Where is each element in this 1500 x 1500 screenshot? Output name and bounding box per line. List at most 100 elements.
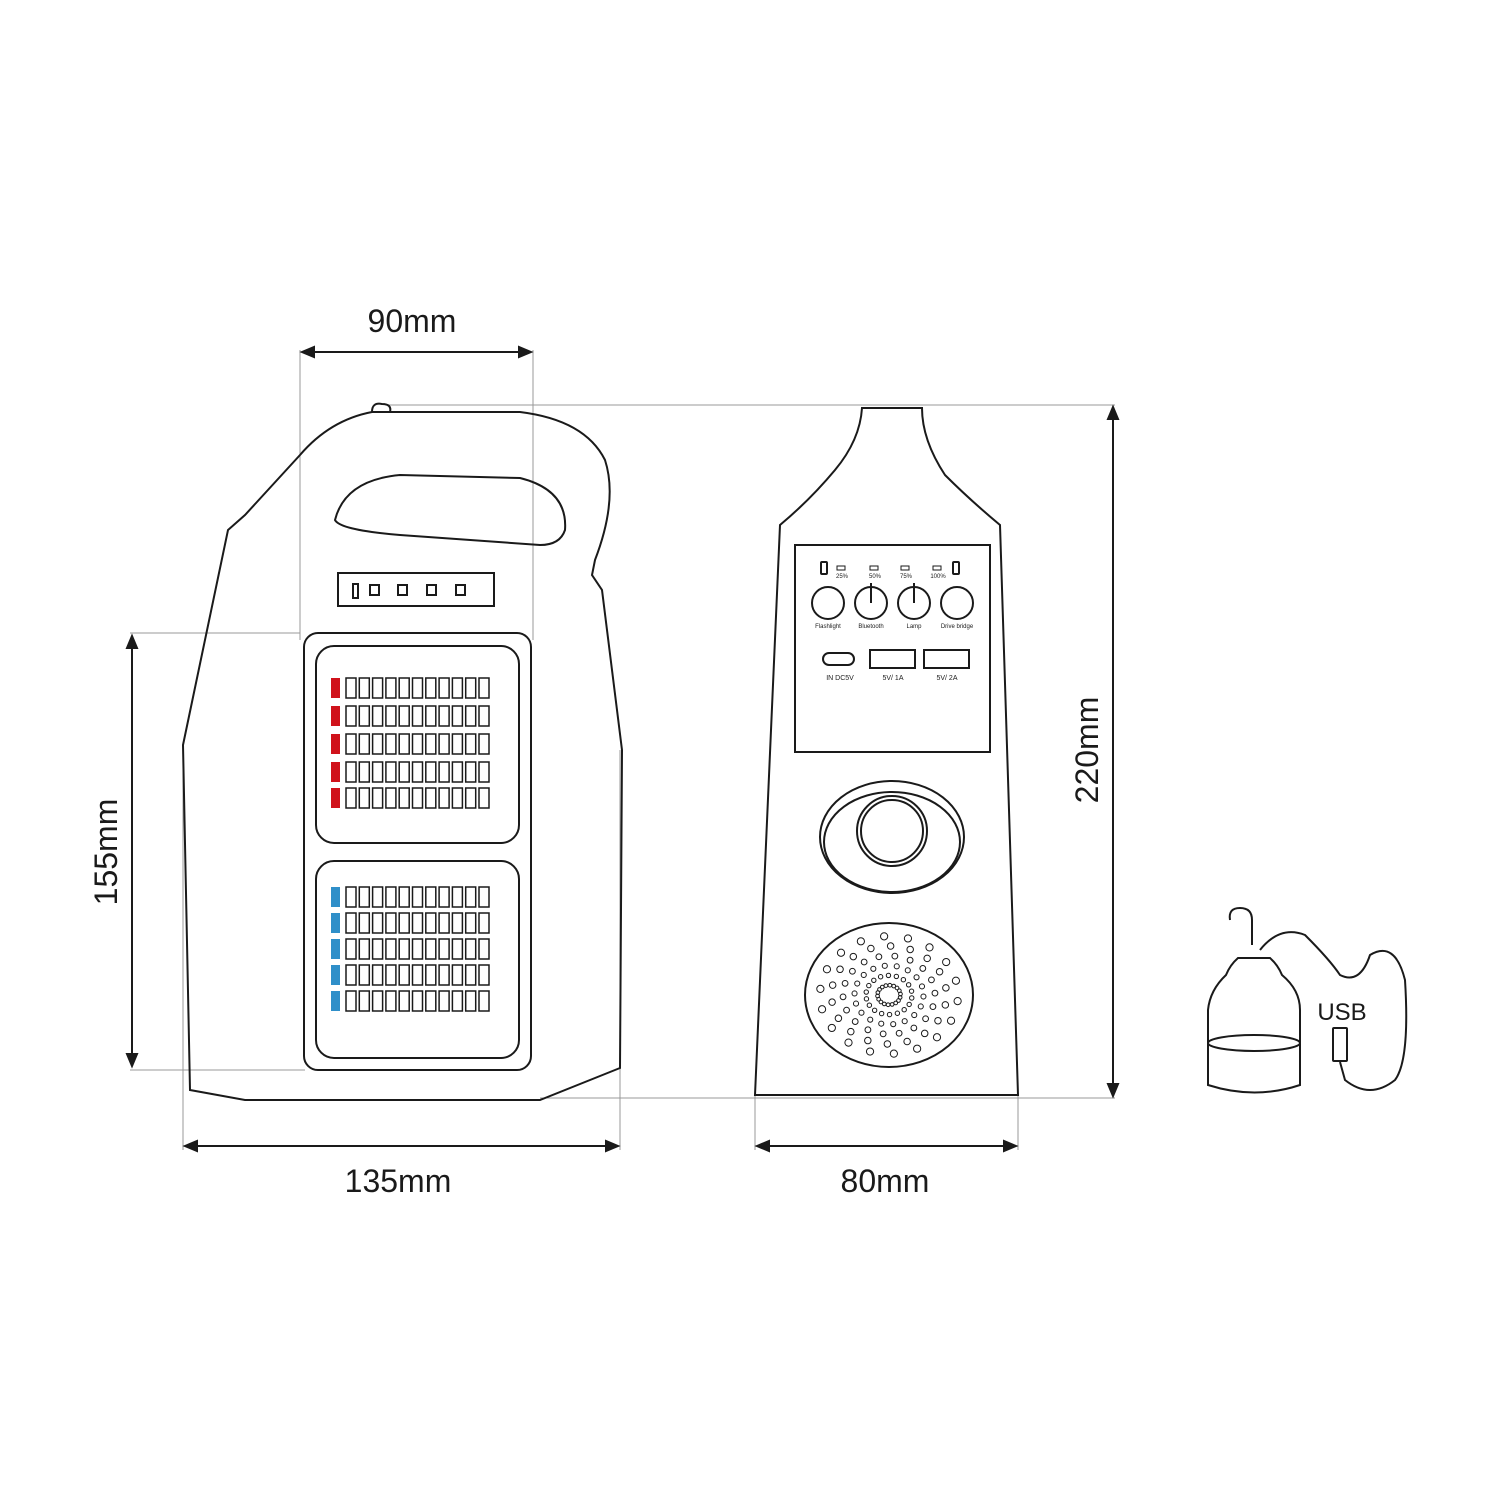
- speaker-hole: [891, 983, 897, 989]
- speaker-hole: [906, 956, 914, 964]
- speaker-hole: [881, 1001, 887, 1007]
- usb-label: USB: [1317, 999, 1366, 1026]
- grid-cell: [358, 787, 371, 809]
- speaker-hole: [928, 976, 935, 984]
- grid-cell: [464, 677, 477, 699]
- level-led: [932, 565, 942, 571]
- speaker-hole: [951, 976, 961, 985]
- speaker-hole: [827, 1023, 836, 1033]
- grid-cell: [358, 964, 371, 986]
- grid-cell: [478, 677, 490, 699]
- grid-cell: [358, 938, 371, 960]
- grid-cell: [345, 705, 357, 727]
- level-led: [900, 565, 910, 571]
- grid-cell: [398, 886, 410, 908]
- speaker-hole: [886, 1011, 893, 1018]
- grid-cell: [371, 733, 384, 755]
- speaker-hole: [891, 952, 899, 960]
- speaker-hole: [860, 958, 868, 966]
- grid-cell: [438, 733, 450, 755]
- grid-cell: [358, 705, 371, 727]
- grid-cell: [478, 912, 490, 934]
- grid-cell: [425, 787, 437, 809]
- speaker-hole: [870, 965, 877, 972]
- speaker-hole: [871, 977, 877, 983]
- level-led: [869, 565, 879, 571]
- grid-cell: [411, 990, 424, 1012]
- speaker-hole: [942, 984, 950, 992]
- grid-cell: [464, 705, 477, 727]
- speaker-hole: [893, 973, 900, 980]
- indicator-bar: [331, 913, 340, 933]
- dimension-arrows: [125, 345, 1120, 1153]
- speaker-hole: [917, 1003, 924, 1010]
- speaker-hole: [866, 982, 872, 989]
- grid-cell: [385, 677, 397, 699]
- speaker-hole: [841, 979, 849, 987]
- indicator-bar: [331, 965, 340, 985]
- indicator-bar: [331, 887, 340, 907]
- grid-cell: [438, 705, 450, 727]
- speaker-hole: [864, 1036, 872, 1045]
- grid-cell: [398, 677, 410, 699]
- speaker-hole: [817, 1005, 827, 1014]
- grid-cell: [425, 912, 437, 934]
- indicator-bar: [331, 762, 340, 782]
- grid-cell: [425, 990, 437, 1012]
- dimension-total-height: 220mm: [1069, 697, 1105, 804]
- dimension-height-left: 155mm: [88, 799, 124, 906]
- grid-cell: [451, 990, 464, 1012]
- indicator-bar: [331, 678, 340, 698]
- speaker-hole: [893, 963, 900, 970]
- grid-cell: [411, 677, 424, 699]
- speaker-hole: [889, 1049, 898, 1058]
- usb-lamp-bulb: USB: [1207, 906, 1408, 1094]
- grid-cell: [371, 912, 384, 934]
- grid-cell: [398, 705, 410, 727]
- guide-lines: [130, 350, 1115, 1150]
- usb-c-port: [822, 652, 855, 666]
- speaker-hole: [932, 1033, 942, 1042]
- speaker-hole: [894, 1010, 901, 1016]
- grid-cell: [411, 761, 424, 783]
- grid-cell: [451, 912, 464, 934]
- speaker-grille: [804, 922, 974, 1068]
- grid-cell: [358, 990, 371, 1012]
- speaker-hole: [925, 943, 934, 952]
- battery-empty-icon: [820, 561, 828, 575]
- speaker-hole: [903, 934, 913, 943]
- grid-cell: [464, 938, 477, 960]
- speaker-hole: [839, 993, 847, 1001]
- grid-cell: [478, 733, 490, 755]
- usb-a-port-1a: [869, 649, 916, 669]
- speaker-hole: [878, 1020, 885, 1027]
- grid-cell: [358, 733, 371, 755]
- grid-cell: [478, 938, 490, 960]
- knob: [940, 586, 974, 620]
- grid-cell: [345, 964, 357, 986]
- grid-cell: [425, 677, 437, 699]
- grid-cell: [358, 912, 371, 934]
- speaker-hole: [903, 1037, 911, 1046]
- speaker-hole: [920, 1029, 929, 1038]
- speaker-hole: [894, 985, 900, 991]
- speaker-hole: [851, 1018, 859, 1025]
- knob-label: Lamp: [906, 624, 922, 630]
- speaker-hole: [905, 982, 912, 988]
- speaker-hole: [851, 990, 858, 997]
- speaker-hole: [934, 1016, 942, 1025]
- grid-cell: [345, 912, 357, 934]
- speaker-hole: [931, 989, 939, 997]
- port-label-2a: 5V/ 2A: [936, 675, 957, 682]
- grid-cell: [371, 761, 384, 783]
- grid-cell: [385, 733, 397, 755]
- speaker-hole: [865, 1047, 875, 1056]
- speaker-hole: [889, 1002, 895, 1007]
- indicator-bar: [331, 706, 340, 726]
- grid-cell: [398, 787, 410, 809]
- knob-label: Drive bridge: [941, 624, 974, 630]
- speaker-hole: [878, 1010, 885, 1017]
- grid-cell: [398, 912, 410, 934]
- speaker-hole: [890, 1021, 897, 1028]
